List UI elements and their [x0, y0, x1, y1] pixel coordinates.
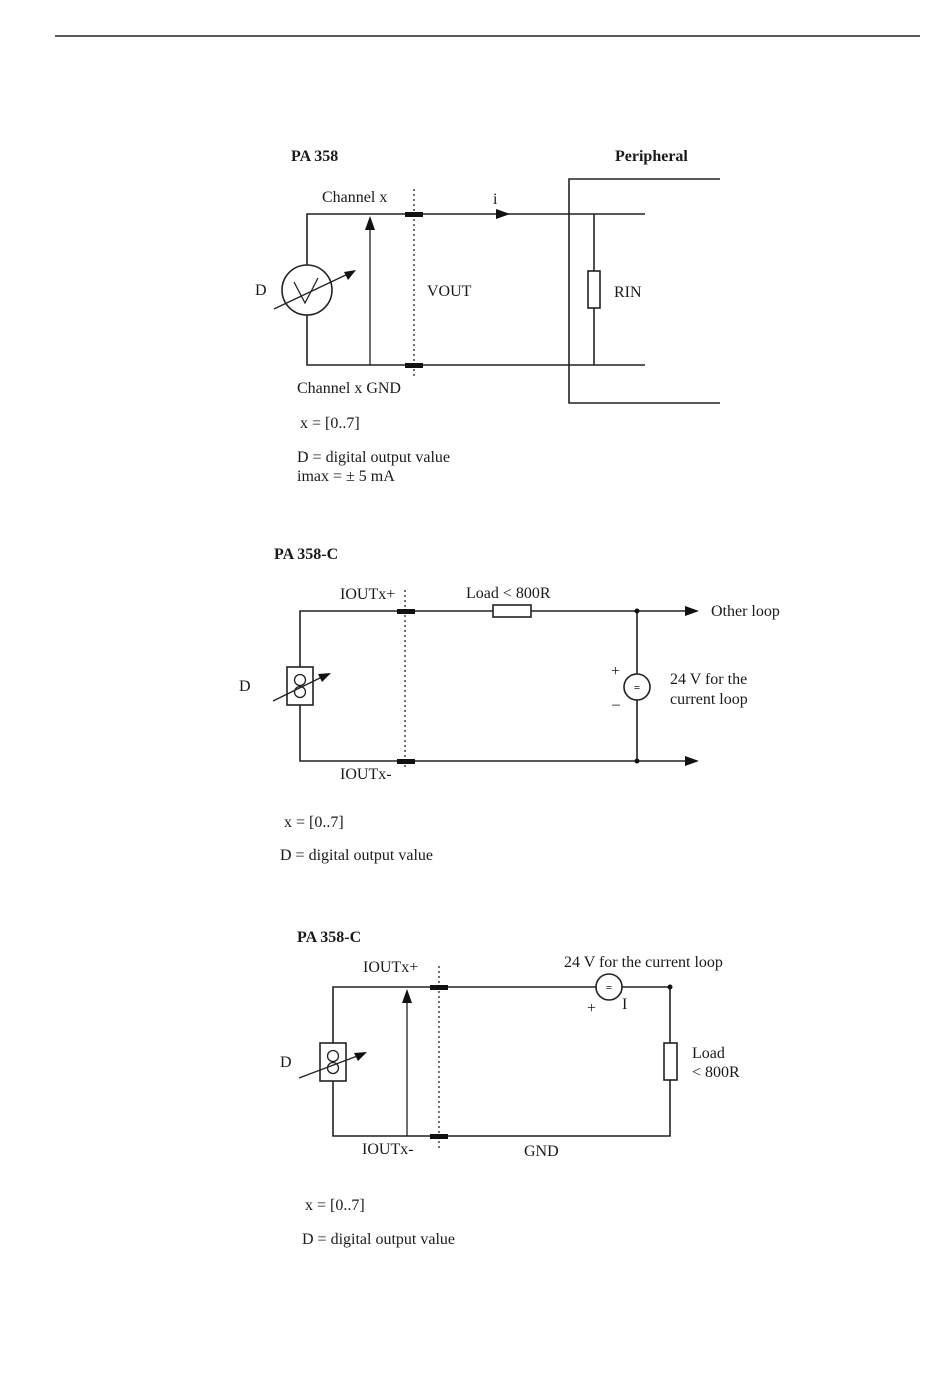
ioutx-plus-label: IOUTx+	[340, 586, 395, 603]
channel-wire	[306, 213, 645, 265]
minus-label: I	[622, 996, 627, 1013]
peripheral-title: Peripheral	[615, 148, 688, 165]
load-label-line2: < 800R	[692, 1064, 740, 1081]
source-variable-arrow	[273, 272, 351, 310]
supply-label-line1: 24 V for the	[670, 671, 747, 688]
plus-label: +	[587, 1000, 596, 1017]
current-label: i	[493, 191, 498, 208]
connector-pin	[397, 609, 415, 614]
range-note: x = [0..7]	[284, 814, 344, 831]
voltage-output-diagram: PA 358 Peripheral Channel x i D VOUT RIN…	[255, 148, 720, 485]
connector-pin	[405, 363, 423, 368]
load-label-line1: Load	[692, 1045, 725, 1062]
peripheral-box	[568, 178, 720, 404]
connector-pin	[405, 212, 423, 217]
current-arrow	[496, 209, 510, 219]
minus-label: –	[611, 696, 621, 713]
digital-value-note: D = digital output value	[302, 1231, 455, 1248]
vout-label: VOUT	[427, 283, 472, 300]
gnd-wire	[306, 315, 645, 366]
supply-source-symbol	[595, 973, 623, 1001]
connector-pin	[397, 759, 415, 764]
current-source-symbol	[319, 1042, 347, 1082]
junction-dot	[634, 758, 640, 764]
connector-pin	[430, 1134, 448, 1139]
supply-label: 24 V for the current loop	[564, 954, 723, 971]
source-label: D	[280, 1054, 292, 1071]
pa358c-title: PA 358-C	[274, 546, 338, 563]
load-resistor	[492, 604, 532, 618]
source-variable-arrow	[298, 1054, 361, 1079]
gnd-label: Channel x GND	[297, 380, 401, 397]
ioutx-minus-label: IOUTx-	[362, 1141, 414, 1158]
pa358c-title: PA 358-C	[297, 929, 361, 946]
other-loop-arrow	[685, 606, 699, 616]
pa358-title: PA 358	[291, 148, 338, 165]
supply-symbol: =	[606, 982, 612, 994]
rin-resistor	[587, 270, 601, 309]
range-note: x = [0..7]	[300, 415, 360, 432]
load-resistor	[663, 1042, 678, 1081]
load-label: Load < 800R	[466, 585, 551, 602]
supply-label-line2: current loop	[670, 691, 748, 708]
current-source-symbol	[286, 666, 314, 706]
source-label: D	[239, 678, 251, 695]
return-arrow	[685, 756, 699, 766]
ioutx-minus-label: IOUTx-	[340, 766, 392, 783]
current-loop-diagram-series-supply: PA 358-C IOUTx+ 24 V for the current loo…	[280, 929, 740, 1248]
range-note: x = [0..7]	[305, 1197, 365, 1214]
connector-pin	[430, 985, 448, 990]
plus-label: +	[611, 663, 620, 680]
voltage-source-symbol	[281, 264, 333, 316]
source-v-mark	[293, 277, 319, 305]
source-variable-arrow	[272, 675, 325, 702]
other-loop-label: Other loop	[711, 603, 780, 620]
source-label: D	[255, 282, 267, 299]
digital-value-note: D = digital output value	[280, 847, 433, 864]
channel-label: Channel x	[322, 189, 387, 206]
rin-label: RIN	[614, 284, 642, 301]
digital-value-note: D = digital output value	[297, 449, 450, 466]
imax-note: imax = ± 5 mA	[297, 468, 395, 485]
supply-symbol: =	[634, 682, 640, 694]
junction-dot	[634, 608, 640, 614]
junction-dot	[667, 984, 673, 990]
current-loop-diagram-external-supply: PA 358-C IOUTx+ Load < 800R Other loop D…	[239, 546, 780, 864]
gnd-label: GND	[524, 1143, 559, 1160]
ioutx-plus-label: IOUTx+	[363, 959, 418, 976]
